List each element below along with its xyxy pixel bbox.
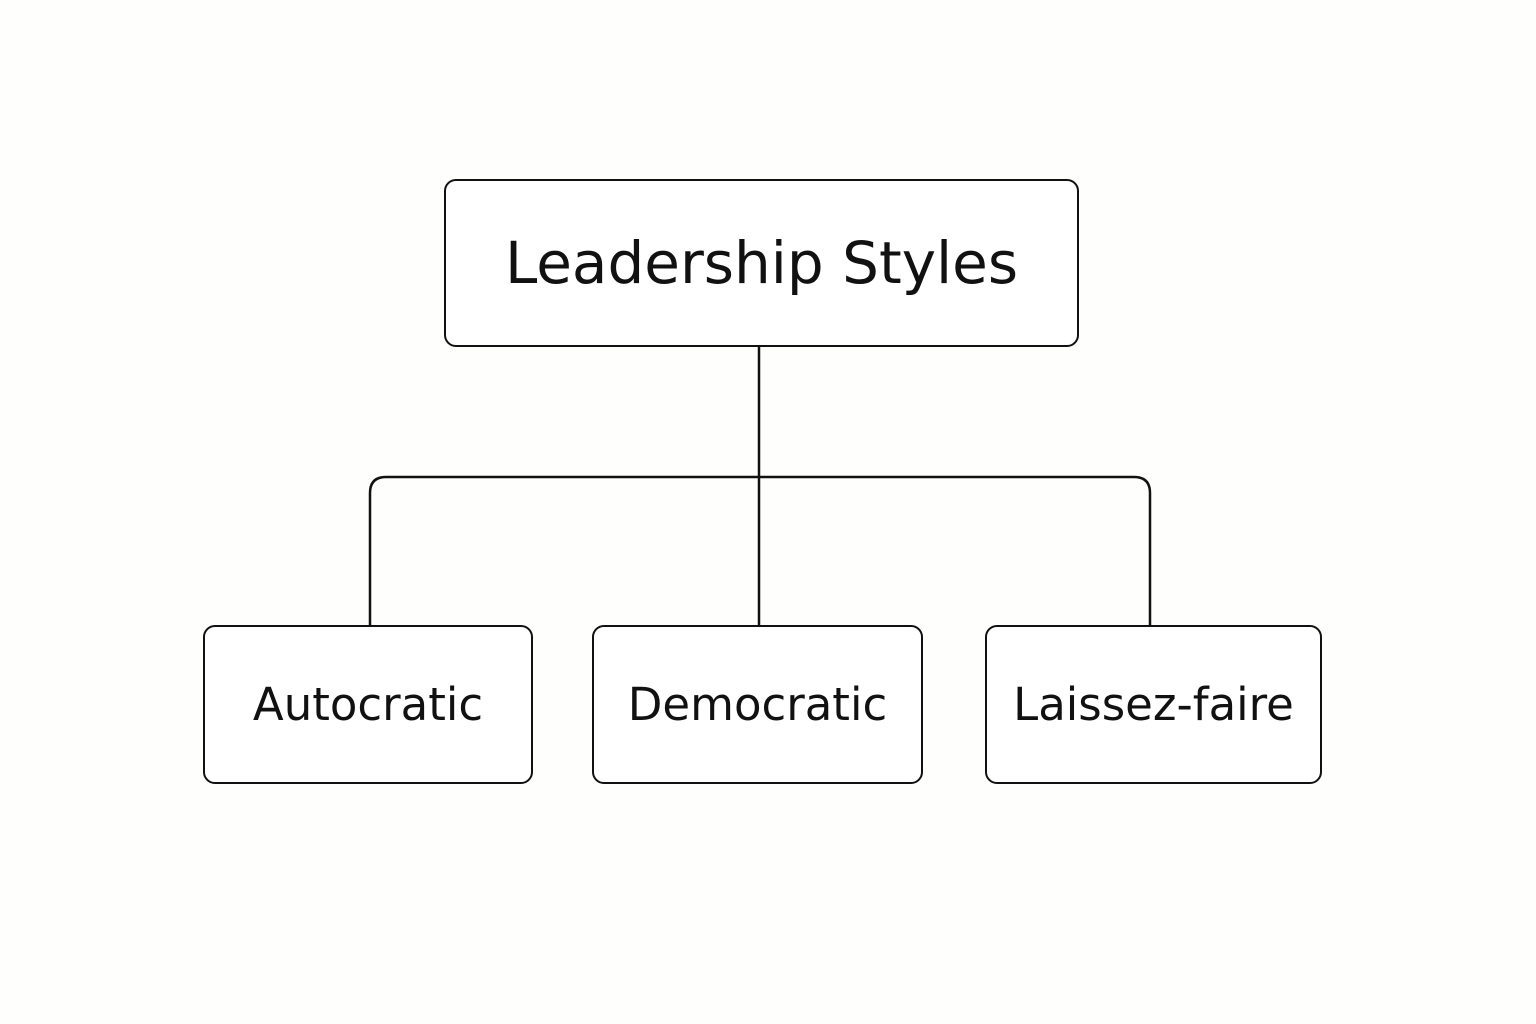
node-autocratic: Autocratic: [203, 625, 533, 784]
node-label: Democratic: [627, 678, 888, 731]
node-label: Laissez-faire: [1013, 678, 1294, 731]
node-democratic: Democratic: [592, 625, 923, 784]
node-leadership-styles: Leadership Styles: [444, 179, 1079, 347]
node-label: Leadership Styles: [504, 229, 1019, 297]
node-laissez-faire: Laissez-faire: [985, 625, 1322, 784]
node-label: Autocratic: [252, 678, 484, 731]
